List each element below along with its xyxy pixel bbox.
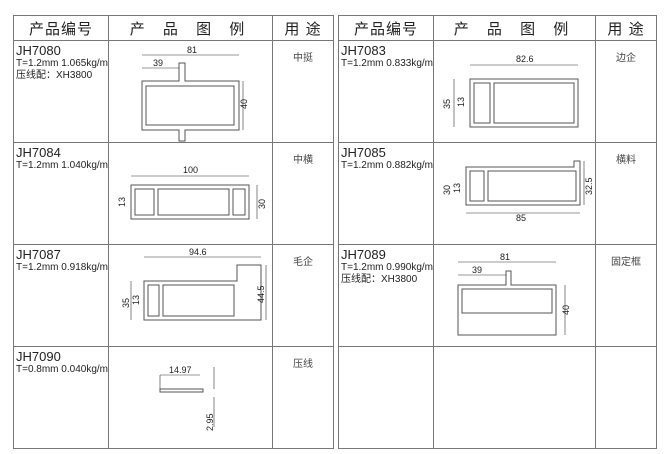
dim-label: 13	[456, 97, 466, 107]
product-code: JH7089	[341, 247, 386, 262]
product-use: 压线	[293, 359, 313, 370]
header-use: 用 途	[595, 15, 657, 41]
product-use: 中挺	[293, 53, 313, 64]
product-use: 固定框	[611, 257, 641, 268]
product-use: 毛企	[293, 257, 313, 268]
dim-label: 30	[442, 185, 452, 195]
profile-drawing: 81 39 40	[457, 252, 571, 336]
dim-label: 32.5	[584, 177, 594, 195]
product-code: JH7080	[16, 43, 61, 58]
dim-label: 13	[117, 197, 127, 207]
dim-label: 82.6	[516, 54, 534, 64]
dim-label: 81	[500, 252, 510, 262]
product-code: JH7087	[16, 247, 61, 262]
dim-label: 40	[561, 305, 571, 315]
product-use: 中横	[293, 155, 313, 166]
dim-label: 94.6	[189, 247, 207, 257]
product-spec: T=1.2mm 1.065kg/m	[16, 58, 108, 69]
dim-label: 85	[516, 213, 526, 223]
dim-label: 81	[187, 45, 197, 55]
product-code: JH7084	[16, 145, 61, 160]
dim-label: 44.5	[256, 285, 266, 303]
product-spec: T=1.2mm 0.990kg/m	[341, 262, 433, 273]
product-code: JH7085	[341, 145, 386, 160]
profile-drawing: 100 13 30	[117, 165, 267, 220]
header-code: 产品编号	[13, 15, 109, 41]
dim-label: 100	[183, 165, 198, 175]
product-spec: T=0.8mm 0.040kg/m	[16, 364, 108, 375]
dim-label: 39	[472, 265, 482, 275]
product-use: 边企	[616, 53, 636, 64]
product-code: JH7083	[341, 43, 386, 58]
profile-drawing: 82.6 35 13	[442, 54, 579, 128]
product-spec: T=1.2mm 0.833kg/m	[341, 58, 433, 69]
product-spec: T=1.2mm 1.040kg/m	[16, 160, 108, 171]
header-code: 产品编号	[338, 15, 434, 41]
product-code: JH7090	[16, 349, 61, 364]
dim-label: 13	[131, 295, 141, 305]
product-spec: T=1.2mm 0.918kg/m	[16, 262, 108, 273]
table-row-empty	[338, 346, 657, 449]
profile-drawing: 81 39 40	[141, 45, 249, 142]
header-figure: 产 品 图 例	[433, 15, 596, 41]
dim-label: 30	[257, 199, 267, 209]
header-use: 用 途	[272, 15, 334, 41]
dim-label: 40	[239, 99, 249, 109]
dim-label: 13	[452, 183, 462, 193]
dim-label: 35	[121, 298, 131, 308]
dim-label: 39	[153, 58, 163, 68]
dim-label: 14.97	[169, 365, 192, 375]
dim-label: 2.95	[205, 413, 215, 431]
profile-drawing: 14.97 2.95	[159, 365, 215, 431]
product-extra: 压线配：XH3800	[341, 274, 418, 285]
product-spec: T=1.2mm 0.882kg/m	[341, 160, 433, 171]
product-use: 横料	[616, 155, 636, 166]
product-extra: 压线配：XH3800	[16, 70, 93, 81]
header-figure: 产 品 图 例	[108, 15, 273, 41]
dim-label: 35	[442, 99, 452, 109]
